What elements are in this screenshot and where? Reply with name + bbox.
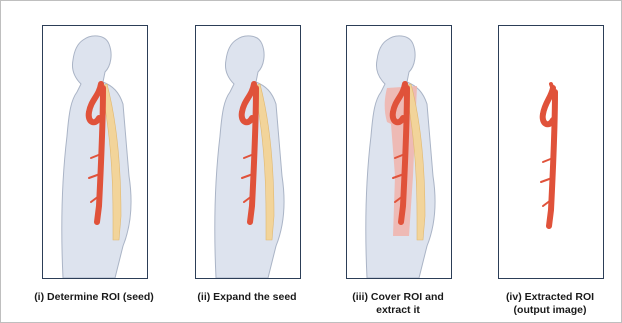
caption-line: (output image) bbox=[475, 304, 622, 317]
body-silhouette bbox=[215, 36, 284, 278]
extracted-illustration bbox=[499, 26, 603, 278]
body-silhouette bbox=[62, 36, 131, 278]
panel-cover-roi bbox=[346, 25, 452, 279]
extracted-aorta bbox=[541, 84, 555, 226]
body-illustration bbox=[347, 26, 451, 278]
caption-line: (iv) Extracted ROI bbox=[475, 291, 622, 304]
caption-line: (iii) Cover ROI and bbox=[323, 291, 473, 304]
caption-line: (ii) Expand the seed bbox=[172, 291, 322, 304]
caption-line: (i) Determine ROI (seed) bbox=[19, 291, 169, 304]
caption-determine-roi: (i) Determine ROI (seed) bbox=[19, 291, 169, 304]
caption-expand-seed: (ii) Expand the seed bbox=[172, 291, 322, 304]
caption-extracted-roi: (iv) Extracted ROI (output image) bbox=[475, 291, 622, 317]
panel-expand-seed bbox=[195, 25, 301, 279]
panel-determine-roi bbox=[42, 25, 148, 279]
panel-extracted-roi bbox=[498, 25, 604, 279]
caption-line: extract it bbox=[323, 304, 473, 317]
body-illustration bbox=[196, 26, 300, 278]
body-illustration bbox=[43, 26, 147, 278]
caption-cover-roi: (iii) Cover ROI and extract it bbox=[323, 291, 473, 317]
